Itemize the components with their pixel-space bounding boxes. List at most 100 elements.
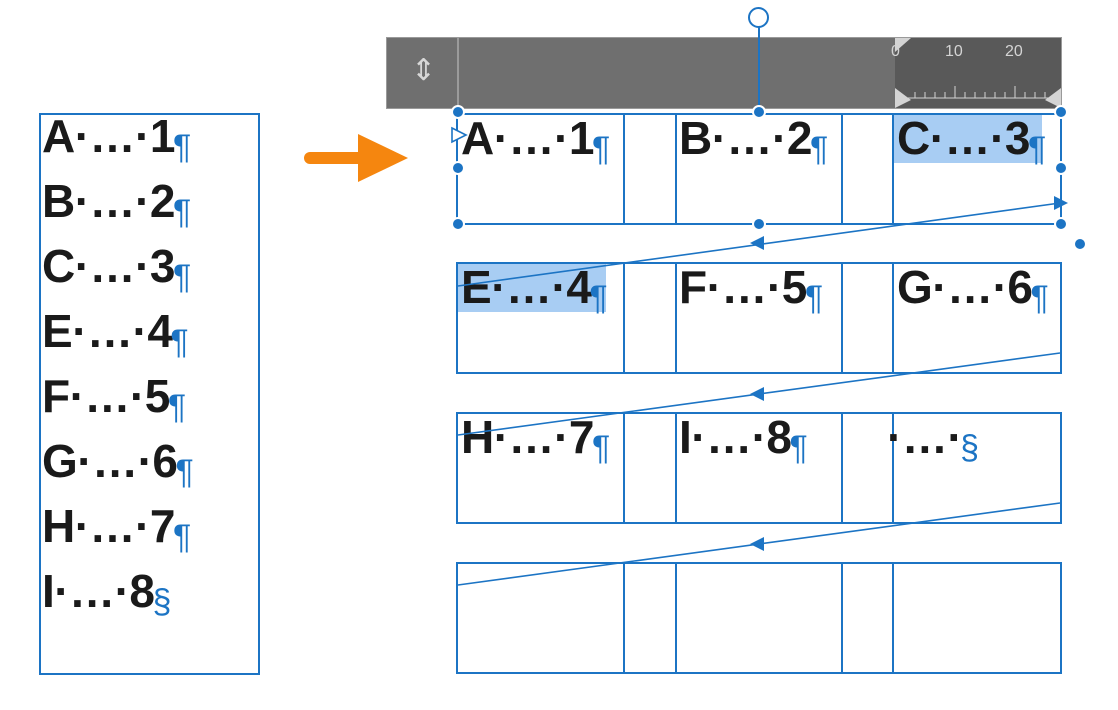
column-entry[interactable]: H·…·7¶ (461, 414, 610, 471)
column-entry[interactable]: E·…·4¶ (461, 261, 608, 321)
tab-leader: ·…· (74, 500, 151, 552)
entry-number: 4 (147, 305, 173, 357)
entry-letter: E (461, 261, 492, 313)
thread-arrowhead-2 (750, 387, 764, 401)
entry-letter: I (42, 565, 55, 617)
handle-bottom-center[interactable] (752, 217, 766, 231)
handle-bottom-right[interactable] (1054, 217, 1068, 231)
vertical-resize-icon[interactable]: ⇕ (411, 54, 437, 87)
end-mark: ¶ (172, 193, 191, 231)
column-gutter-line (892, 262, 894, 374)
column-gutter-line (623, 412, 625, 524)
column-gutter-line (892, 113, 894, 225)
entry-letter: C (897, 112, 930, 164)
entry-letter: B (679, 112, 712, 164)
end-mark: ¶ (170, 323, 189, 361)
tab-leader: ·…· (77, 435, 153, 487)
entry-letter: I (679, 411, 692, 463)
source-text-frame[interactable] (39, 113, 260, 675)
source-entry[interactable]: A·…·1¶ (42, 113, 191, 170)
tab-leader: ·…· (691, 411, 767, 463)
tab-leader: ·…· (54, 565, 130, 617)
end-mark: ¶ (804, 279, 823, 317)
handle-offset[interactable] (1073, 237, 1087, 251)
tab-leader: ·…· (74, 240, 151, 292)
entry-number: 5 (781, 261, 808, 313)
column-entry[interactable]: A·…·1¶ (461, 115, 610, 172)
threaded-frame-4[interactable] (456, 562, 1062, 674)
ruler-tick-20: 20 (1005, 43, 1023, 60)
thread-arrowhead-1 (750, 236, 764, 250)
tab-leader: ·…· (72, 305, 148, 357)
end-mark: ¶ (1030, 279, 1049, 317)
column-gutter-line (841, 262, 843, 374)
tab-leader: ·…· (74, 175, 151, 227)
source-entry[interactable]: H·…·7¶ (42, 503, 191, 560)
entry-number: 7 (568, 411, 595, 463)
entry-letter: F (42, 370, 70, 422)
entry-number: 2 (149, 175, 176, 227)
end-mark: § (960, 429, 979, 467)
source-entry[interactable]: C·…·3¶ (42, 243, 191, 300)
handle-top-center[interactable] (752, 105, 766, 119)
column-gutter-line (675, 262, 677, 374)
column-gutter-line (841, 113, 843, 225)
end-mark: ¶ (172, 258, 191, 296)
column-entry[interactable]: B·…·2¶ (679, 115, 828, 172)
text-selection-highlight (458, 264, 606, 312)
entry-letter: C (42, 240, 75, 292)
column-entry[interactable]: ·…·§ (887, 414, 979, 471)
source-entry[interactable]: F·…·5¶ (42, 373, 186, 430)
column-gutter-line (623, 562, 625, 674)
column-gutter-line (675, 562, 677, 674)
handle-middle-right[interactable] (1054, 161, 1068, 175)
column-entry[interactable]: I·…·8¶ (679, 411, 808, 471)
entry-number: 2 (786, 112, 813, 164)
ruler-tick-10: 10 (945, 43, 963, 60)
source-entry[interactable]: G·…·6¶ (42, 435, 194, 495)
entry-letter: G (897, 261, 933, 313)
right-arrow-icon (304, 134, 408, 182)
end-mark: ¶ (591, 130, 610, 168)
column-gutter-line (675, 113, 677, 225)
end-mark: ¶ (172, 128, 191, 166)
entry-number: 6 (152, 435, 178, 487)
ruler-ticks (895, 38, 1061, 108)
column-entry[interactable]: G·…·6¶ (897, 261, 1049, 321)
column-ruler[interactable]: ⇕ 0 10 20 (386, 37, 1062, 109)
thread-arrowhead-3 (750, 537, 764, 551)
entry-letter: B (42, 175, 75, 227)
handle-top-left[interactable] (451, 105, 465, 119)
source-entry[interactable]: E·…·4¶ (42, 305, 189, 365)
end-mark: § (152, 583, 172, 621)
threaded-frame-3[interactable] (456, 412, 1062, 524)
entry-number: 3 (149, 240, 176, 292)
rotate-handle[interactable] (748, 7, 769, 28)
entry-number: 3 (1004, 112, 1031, 164)
handle-bottom-left[interactable] (451, 217, 465, 231)
tab-leader: ·…· (493, 112, 570, 164)
entry-letter: E (42, 305, 73, 357)
tab-leader: ·…· (929, 112, 1006, 164)
column-gutter-line (892, 412, 894, 524)
handle-middle-left[interactable] (451, 161, 465, 175)
handle-top-right[interactable] (1054, 105, 1068, 119)
end-mark: ¶ (167, 388, 186, 426)
column-gutter-line (675, 412, 677, 524)
threaded-frame-2[interactable] (456, 262, 1062, 374)
ruler-scale[interactable]: 0 10 20 (891, 38, 1061, 108)
end-mark: ¶ (591, 429, 610, 467)
column-gutter-line (623, 262, 625, 374)
entry-number: 4 (566, 261, 592, 313)
source-entry[interactable]: I·…·8§ (42, 568, 171, 625)
entry-number: 7 (149, 500, 176, 552)
tab-leader: ·…· (69, 370, 146, 422)
tab-leader: ·…· (887, 411, 963, 463)
ruler-separator (457, 38, 459, 108)
end-mark: ¶ (809, 130, 828, 168)
column-gutter-line (892, 562, 894, 674)
column-entry[interactable]: C·…·3¶ (897, 115, 1046, 172)
source-entry[interactable]: B·…·2¶ (42, 178, 191, 235)
column-entry[interactable]: F·…·5¶ (679, 264, 823, 321)
